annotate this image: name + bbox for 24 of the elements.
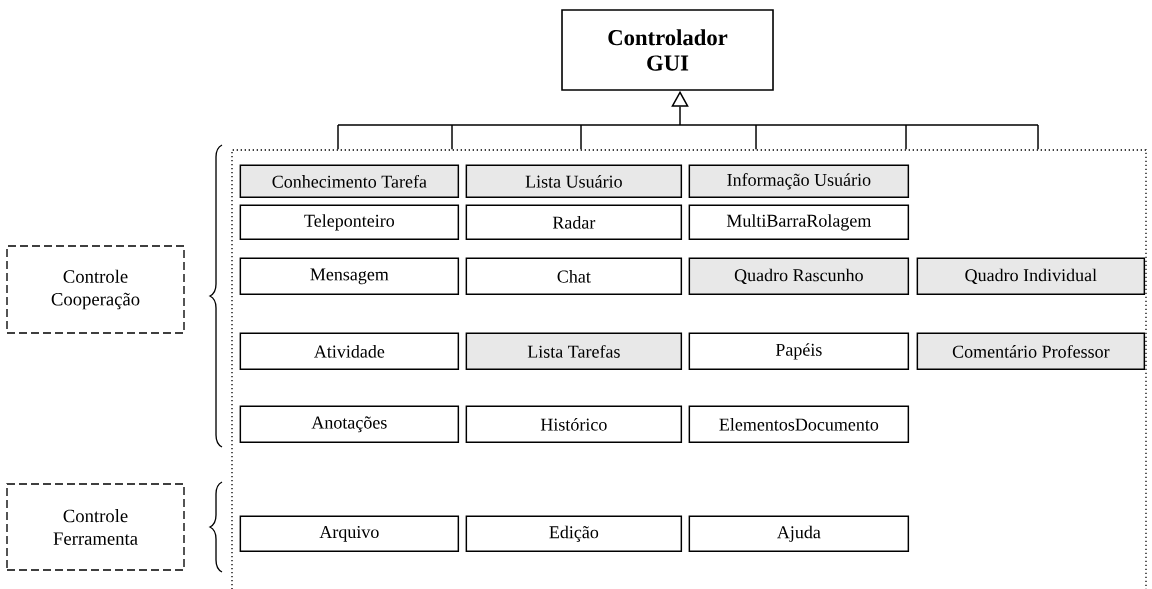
class-box: Lista Tarefas: [465, 332, 683, 371]
class-box: Comentário Professor: [916, 332, 1146, 371]
class-box: Chat: [465, 257, 683, 296]
class-box: Quadro Individual: [916, 257, 1146, 296]
class-box: Ajuda: [688, 515, 910, 553]
dotted-frame: [231, 149, 1147, 589]
class-box: Lista Usuário: [465, 164, 683, 199]
class-box: Edição: [465, 515, 683, 553]
class-box: Teleponteiro: [239, 204, 460, 241]
class-box: Informação Usuário: [688, 164, 910, 199]
class-box: Radar: [465, 204, 683, 241]
group-box: Controle Cooperação: [6, 245, 185, 334]
class-box: Quadro Rascunho: [688, 257, 910, 296]
class-box: MultiBarraRolagem: [688, 204, 910, 241]
class-box: Anotações: [239, 405, 460, 444]
class-box: ElementosDocumento: [688, 405, 910, 444]
class-box: Histórico: [465, 405, 683, 444]
class-box: Conhecimento Tarefa: [239, 164, 460, 199]
class-box: Mensagem: [239, 257, 460, 296]
class-box: Controlador GUI: [561, 9, 774, 91]
group-box: Controle Ferramenta: [6, 483, 185, 571]
class-box: Papéis: [688, 332, 910, 371]
class-box: Arquivo: [239, 515, 460, 553]
class-box: Atividade: [239, 332, 460, 371]
